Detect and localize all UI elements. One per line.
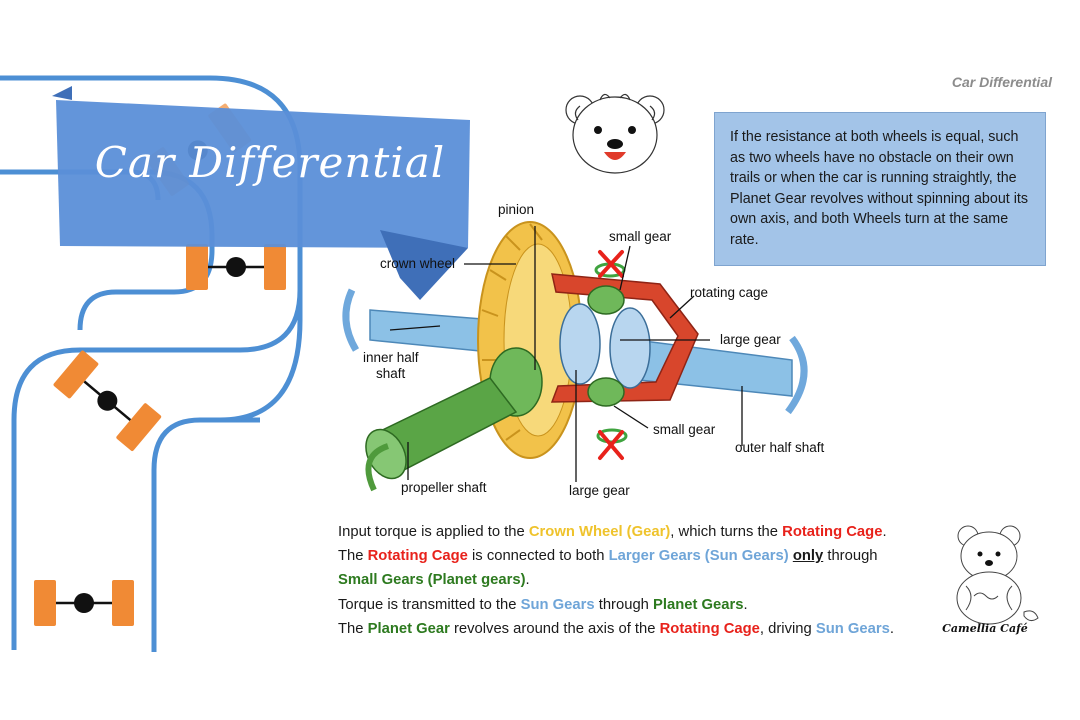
label-inner-half-shaft-1: inner half — [363, 350, 419, 365]
label-small-gear-top: small gear — [609, 229, 672, 244]
explanation-text: Input torque is applied to the Crown Whe… — [338, 520, 938, 641]
cross-mark-bottom-icon — [598, 430, 624, 460]
teddy-bear-logo-icon — [956, 525, 1039, 625]
label-pinion: pinion — [498, 202, 535, 217]
info-box: If the resistance at both wheels is equa… — [714, 112, 1046, 266]
label-outer-half-shaft: outer half shaft — [735, 440, 825, 455]
label-crown-wheel: crown wheel — [380, 256, 456, 271]
road-illustration — [0, 75, 470, 652]
explanation-line-1: Input torque is applied to the Crown Whe… — [338, 524, 887, 540]
label-small-gear-bottom: small gear — [653, 422, 716, 437]
rotation-arrow-right-icon — [785, 335, 808, 415]
label-inner-half-shaft-2: shaft — [376, 366, 406, 381]
small-gear-top — [587, 285, 625, 315]
label-large-gear-right: large gear — [720, 332, 781, 347]
wheel-axle-bottom — [34, 580, 134, 626]
road-line-lower — [151, 417, 260, 652]
road-line-outer — [0, 75, 303, 650]
banner-title: Car Differential — [94, 138, 446, 187]
cross-mark-top-icon — [598, 250, 624, 278]
label-propeller-shaft: propeller shaft — [401, 480, 487, 495]
large-gear-right — [609, 307, 651, 389]
differential-diagram — [342, 221, 808, 492]
explanation-line-3: Small Gears (Planet gears). — [338, 572, 530, 589]
small-gear-bottom — [587, 377, 625, 407]
explanation-line-4: Torque is transmitted to the Sun Gears t… — [338, 596, 748, 613]
rotation-arrow-left-icon — [342, 288, 360, 352]
wheel-axle-top — [186, 244, 286, 290]
title-banner — [52, 86, 470, 300]
teddy-bear-face-icon — [565, 93, 665, 174]
explanation-line-2: The Rotating Cage is connected to both L… — [338, 548, 878, 565]
label-large-gear-bottom: large gear — [569, 483, 630, 498]
road-line-curve — [219, 290, 303, 423]
explanation-line-5: The Planet Gear revolves around the axis… — [338, 620, 894, 637]
cafe-logo-text: Camellia Café — [942, 622, 1028, 635]
label-rotating-cage: rotating cage — [690, 285, 769, 300]
wheel-axle-diagonal — [53, 350, 162, 451]
rotation-arrow-prop-icon — [365, 443, 390, 492]
large-gear-left — [559, 303, 601, 385]
slide-corner-title: Car Differential — [951, 74, 1052, 90]
